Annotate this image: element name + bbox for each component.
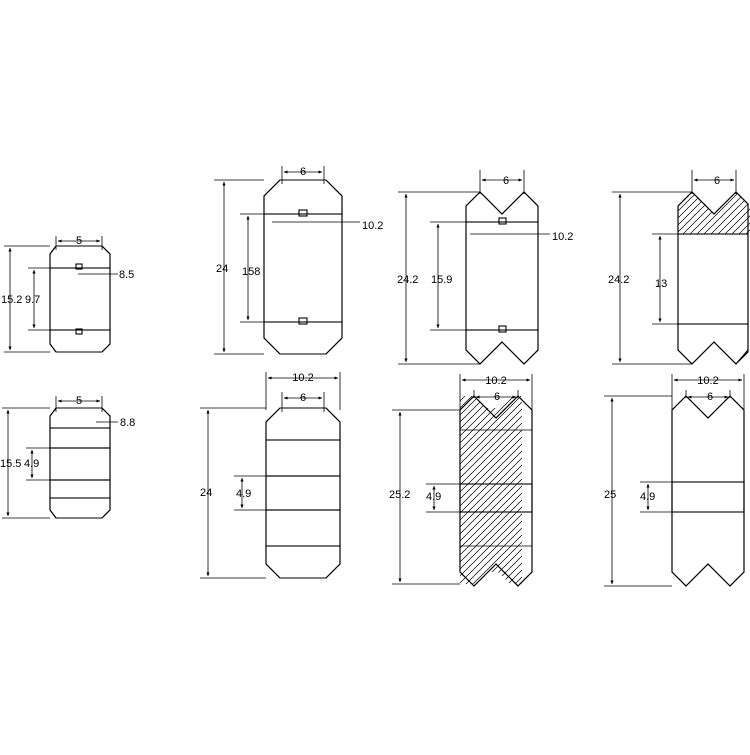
p7-inner-dim: 13: [655, 278, 667, 290]
part-3: 6 10.2 24 158: [214, 166, 383, 355]
p7-top-dim: 6: [714, 175, 720, 187]
p3-right-dim: 10.2: [362, 220, 383, 232]
p8-height-dim: 25: [604, 489, 616, 501]
part-6: 10.2 6 25.2 4.9: [389, 374, 533, 587]
p4-outer-dim: 10.2: [292, 372, 313, 384]
p4-inner-dim: 4.9: [236, 488, 251, 500]
p5-right-dim: 10.2: [552, 231, 573, 243]
p5-top-dim: 6: [503, 175, 509, 187]
p5-height-dim: 24.2: [397, 274, 418, 286]
part-2: 5 8.8 15.5 4.9: [0, 395, 135, 519]
p6-height-dim: 25.2: [389, 489, 410, 501]
p8-top-dim: 6: [707, 391, 713, 403]
p2-right-dim: 8.8: [120, 417, 135, 429]
p8-inner-dim: 4.9: [640, 491, 655, 503]
part-5: 6 10.2 24.2 15.9: [397, 170, 573, 365]
p1-top-dim: 5: [76, 235, 82, 247]
part-1: 5 8.5 15.2 9.7: [1, 235, 134, 353]
p4-height-dim: 24: [200, 487, 212, 499]
p3-inner-dim: 158: [242, 266, 260, 278]
p3-height-dim: 24: [216, 263, 228, 275]
p5-inner-dim: 15.9: [431, 274, 452, 286]
p8-outer-dim: 10.2: [697, 375, 718, 387]
p3-top-dim: 6: [300, 166, 306, 178]
part-8: 10.2 6 25 4.9: [604, 374, 745, 587]
p6-outer-dim: 10.2: [485, 375, 506, 387]
p1-right-dim: 8.5: [119, 269, 134, 281]
p1-inner-dim: 9.7: [25, 294, 40, 306]
p4-top-dim: 6: [300, 392, 306, 404]
p6-top-dim: 6: [494, 391, 500, 403]
part-7: 6 24.2 13: [608, 170, 750, 365]
part-4: 10.2 6 24 4.9: [200, 372, 341, 579]
p2-height-dim: 15.5: [0, 458, 21, 470]
p1-height-dim: 15.2: [1, 294, 22, 306]
p6-inner-dim: 4.9: [426, 491, 441, 503]
p7-height-dim: 24.2: [608, 274, 629, 286]
p2-inner-dim: 4.9: [24, 458, 39, 470]
p2-top-dim: 5: [76, 395, 82, 407]
